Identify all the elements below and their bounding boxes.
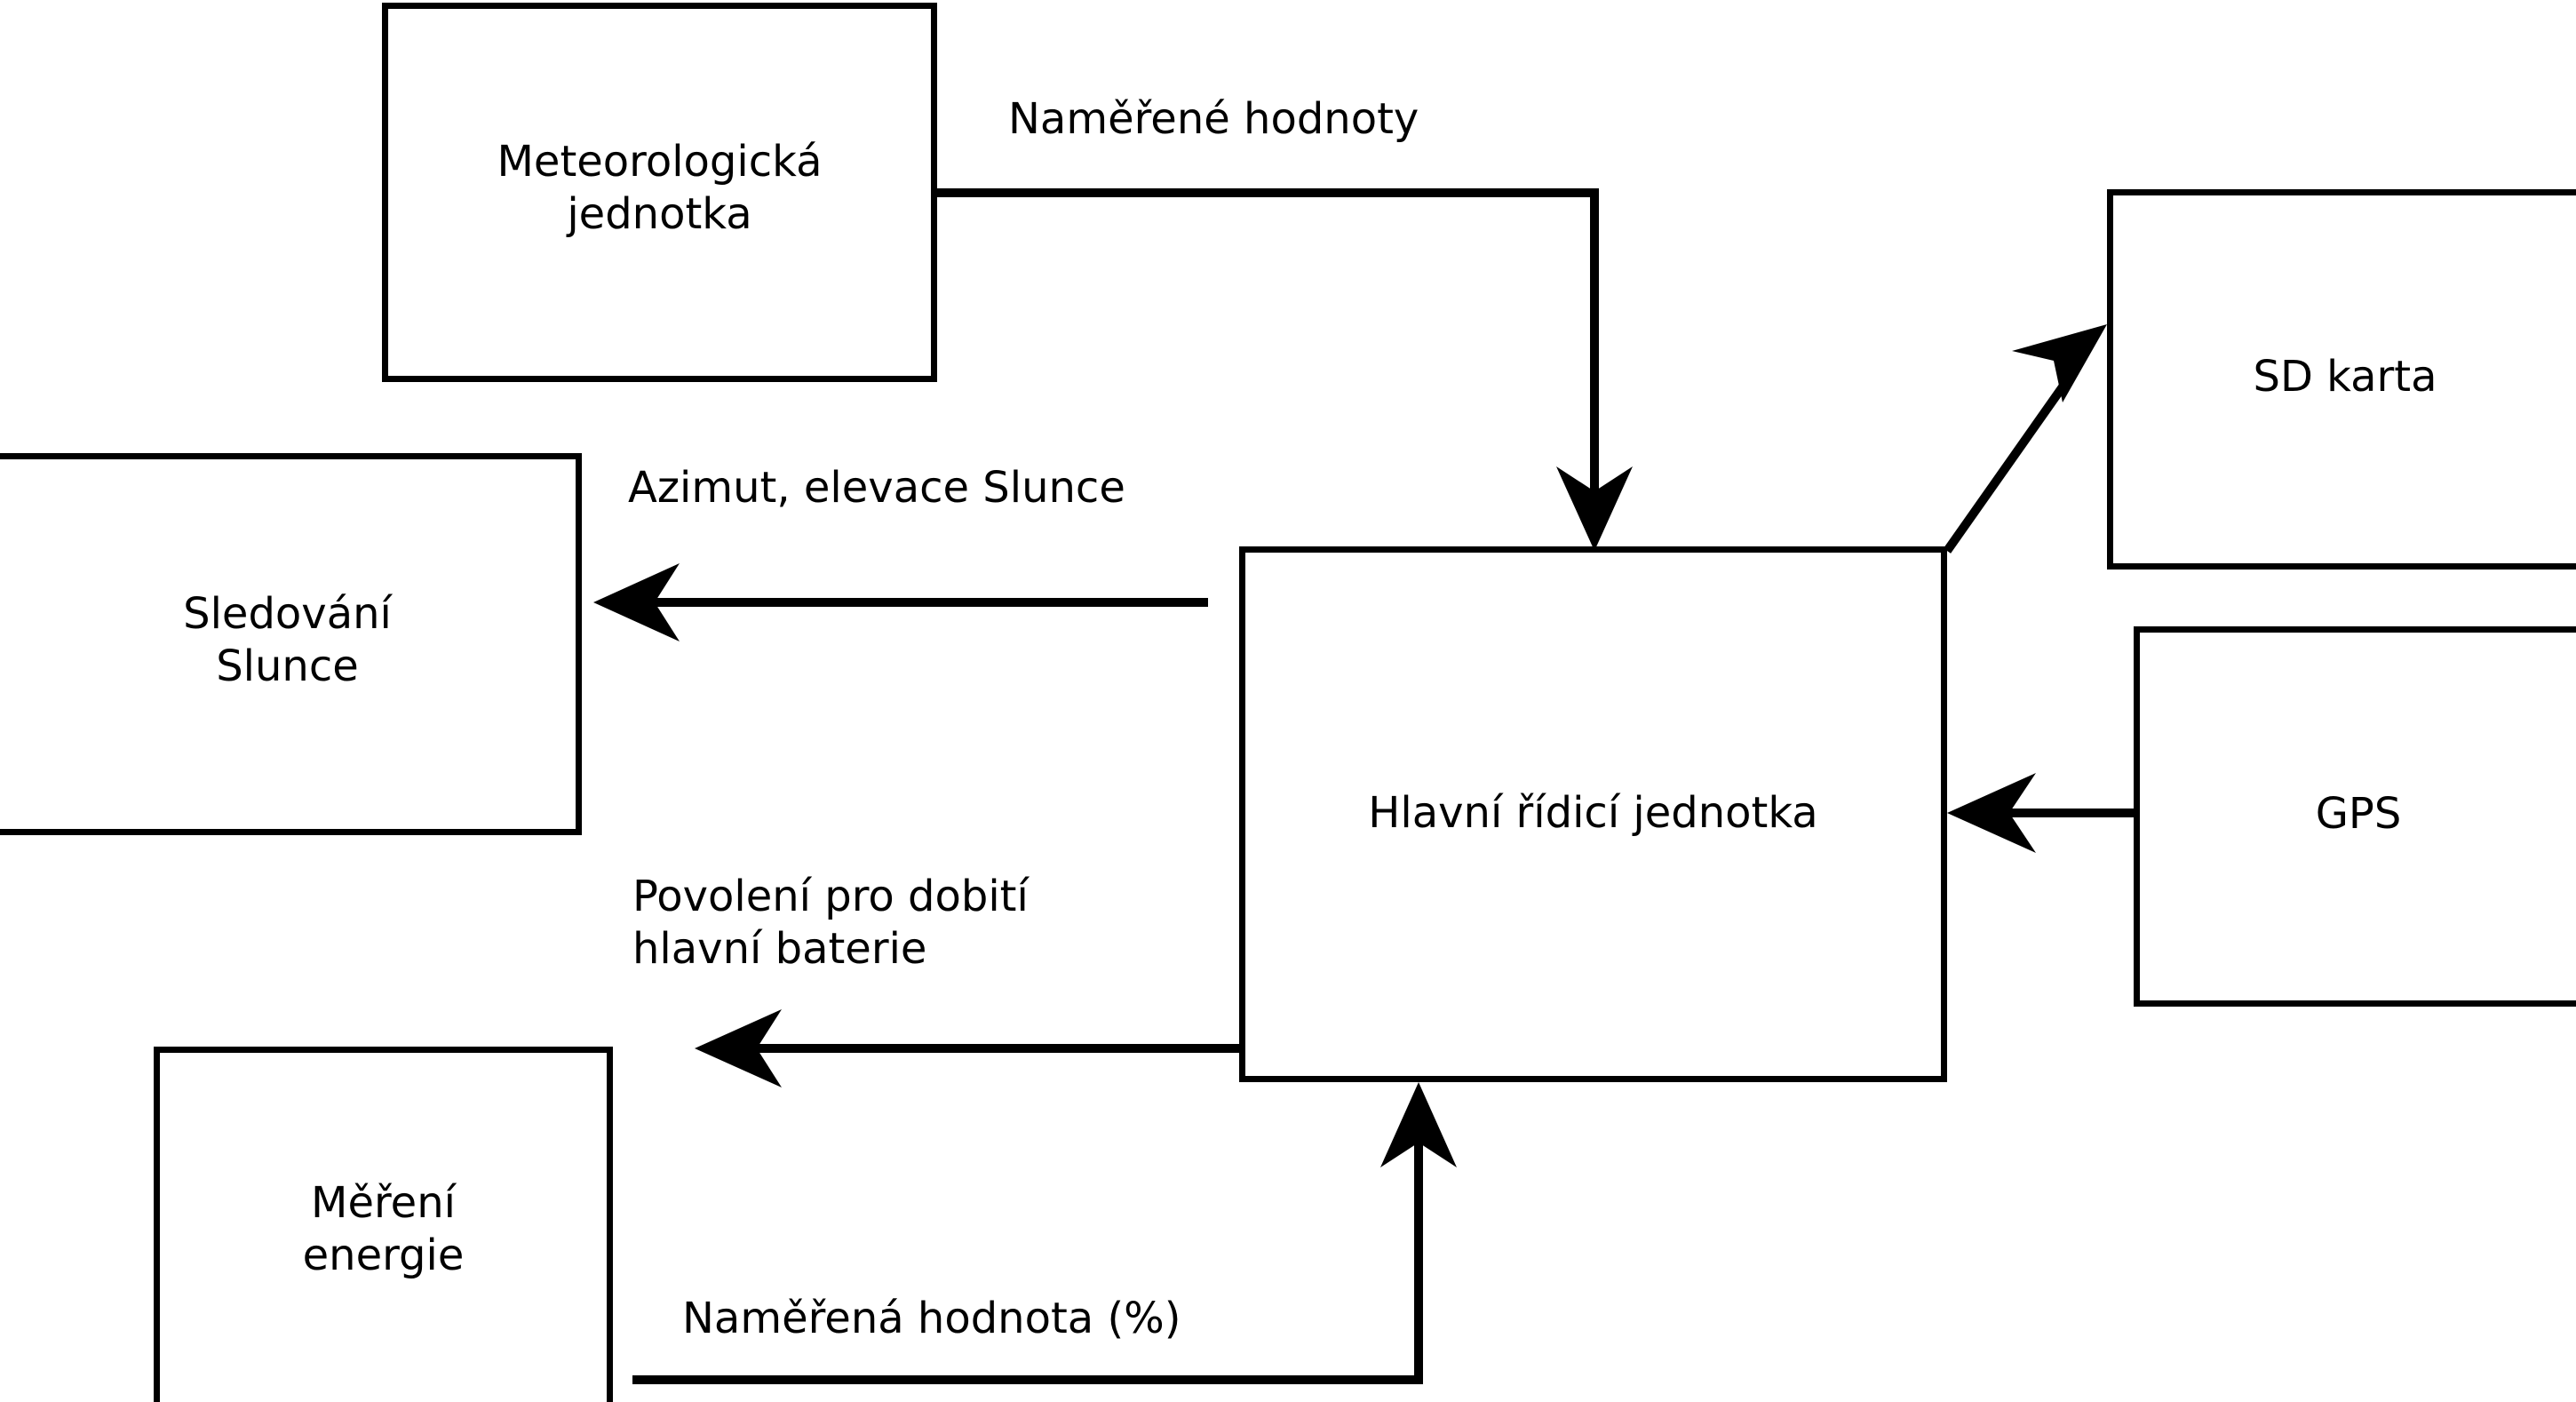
- arrowhead-down-icon: [1556, 466, 1633, 551]
- arrowhead-upright-icon: [2012, 324, 2107, 402]
- connector-gps-to-main: [1947, 773, 2134, 853]
- connector-meteo-to-main: [937, 188, 1633, 551]
- connector-main-to-energy: [695, 1009, 1239, 1087]
- connector-energy-to-main: [632, 1082, 1457, 1384]
- node-gps[interactable]: [2134, 626, 2576, 1007]
- arrowhead-left-icon: [1947, 773, 2036, 853]
- connector-main-to-sun-tracking: [593, 563, 1208, 641]
- arrowhead-up-icon: [1380, 1082, 1457, 1167]
- node-sun-tracking[interactable]: [0, 453, 582, 835]
- connector-main-to-sd-card: [1943, 324, 2107, 554]
- node-main-control-unit[interactable]: [1239, 546, 1947, 1082]
- arrowhead-left-icon: [593, 563, 680, 641]
- node-sd-card[interactable]: [2107, 189, 2576, 570]
- node-energy-measurement[interactable]: [154, 1047, 613, 1402]
- arrowhead-left-icon: [695, 1009, 782, 1087]
- node-meteo-unit[interactable]: [382, 3, 937, 382]
